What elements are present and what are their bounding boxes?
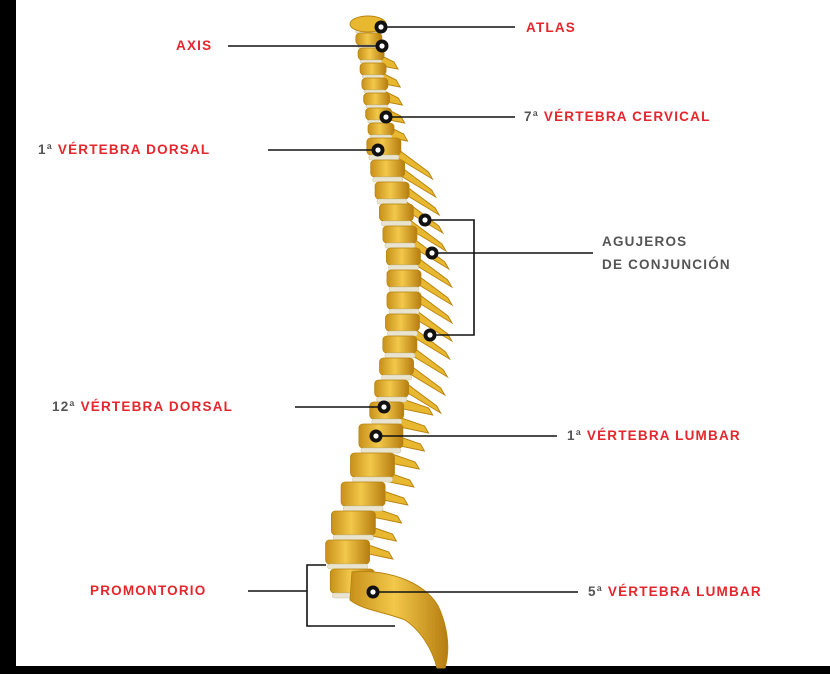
label-agujeros-line1: AGUJEROS — [602, 234, 687, 250]
vertebra-body-15 — [387, 270, 421, 287]
vertebra-body-8 — [368, 123, 394, 135]
vertebra-body-11 — [375, 182, 409, 199]
label-dorsal1-name: VÉRTEBRA DORSAL — [58, 142, 211, 157]
label-lumbar5-prefix: 5ª — [588, 584, 603, 599]
lumbar1-marker — [370, 430, 383, 443]
vertebra-body-12 — [379, 204, 413, 221]
intervertebral-disc-16 — [389, 309, 419, 314]
dorsal12-marker — [378, 401, 391, 414]
vertebra-body-14 — [386, 248, 420, 265]
vertebra-body-23 — [351, 453, 395, 477]
label-cervical-prefix: 7ª — [524, 109, 539, 124]
intervertebral-disc-5 — [364, 90, 386, 93]
vertebra-body-19 — [380, 358, 414, 375]
label-dorsal1: 1ª VÉRTEBRA DORSAL — [38, 142, 210, 158]
label-lumbar5: 5ª VÉRTEBRA LUMBAR — [588, 584, 762, 600]
agujero-marker-2 — [426, 247, 439, 260]
axis-marker — [376, 40, 389, 53]
intervertebral-disc-14 — [388, 265, 418, 270]
label-dorsal12: 12ª VÉRTEBRA DORSAL — [52, 399, 233, 415]
vertebra-body-13 — [383, 226, 417, 243]
intervertebral-disc-25 — [333, 535, 373, 540]
intervertebral-disc-21 — [372, 419, 402, 424]
intervertebral-disc-23 — [353, 477, 393, 482]
vertebra-body-20 — [375, 380, 409, 397]
intervertebral-disc-13 — [385, 243, 415, 248]
label-lumbar1-prefix: 1ª — [567, 428, 582, 443]
lumbar5-marker — [367, 586, 380, 599]
intervertebral-disc-8 — [370, 135, 392, 138]
label-lumbar1-name: VÉRTEBRA LUMBAR — [587, 428, 741, 443]
cervical-marker — [380, 111, 393, 124]
vertebra-body-26 — [326, 540, 370, 564]
intervertebral-disc-9 — [369, 155, 399, 160]
label-promontorio: PROMONTORIO — [90, 583, 206, 599]
intervertebral-disc-6 — [366, 105, 388, 108]
intervertebral-disc-22 — [361, 448, 401, 453]
label-lumbar1: 1ª VÉRTEBRA LUMBAR — [567, 428, 741, 444]
atlas-marker — [375, 21, 388, 34]
label-dorsal12-name: VÉRTEBRA DORSAL — [81, 399, 234, 414]
label-dorsal1-prefix: 1ª — [38, 142, 53, 157]
label-cervical-name: VÉRTEBRA CERVICAL — [544, 109, 711, 124]
intervertebral-disc-3 — [360, 60, 382, 63]
intervertebral-disc-17 — [388, 331, 418, 336]
agujero-marker-1 — [419, 214, 432, 227]
intervertebral-disc-24 — [343, 506, 383, 511]
vertebra-body-18 — [383, 336, 417, 353]
intervertebral-disc-26 — [328, 564, 368, 569]
intervertebral-disc-11 — [377, 199, 407, 204]
vertebra-body-17 — [386, 314, 420, 331]
vertebra-body-16 — [387, 292, 421, 309]
label-atlas: ATLAS — [526, 20, 576, 36]
label-agujeros-line2: DE CONJUNCIÓN — [602, 257, 731, 273]
label-cervical: 7ª VÉRTEBRA CERVICAL — [524, 109, 711, 125]
intervertebral-disc-15 — [389, 287, 419, 292]
intervertebral-disc-18 — [385, 353, 415, 358]
vertebra-body-10 — [371, 160, 405, 177]
intervertebral-disc-19 — [382, 375, 412, 380]
sacrum-coccyx — [350, 571, 448, 668]
vertebra-body-5 — [362, 78, 388, 90]
intervertebral-disc-10 — [373, 177, 403, 182]
intervertebral-disc-12 — [381, 221, 411, 226]
vertebra-body-6 — [364, 93, 390, 105]
vertebra-body-4 — [360, 63, 386, 75]
vertebra-body-25 — [331, 511, 375, 535]
label-lumbar5-name: VÉRTEBRA LUMBAR — [608, 584, 762, 599]
intervertebral-disc-4 — [362, 75, 384, 78]
label-dorsal12-prefix: 12ª — [52, 399, 76, 414]
agujero-marker-3 — [424, 329, 437, 342]
label-axis: AXIS — [176, 38, 212, 54]
vertebra-body-24 — [341, 482, 385, 506]
dorsal1-marker — [372, 144, 385, 157]
